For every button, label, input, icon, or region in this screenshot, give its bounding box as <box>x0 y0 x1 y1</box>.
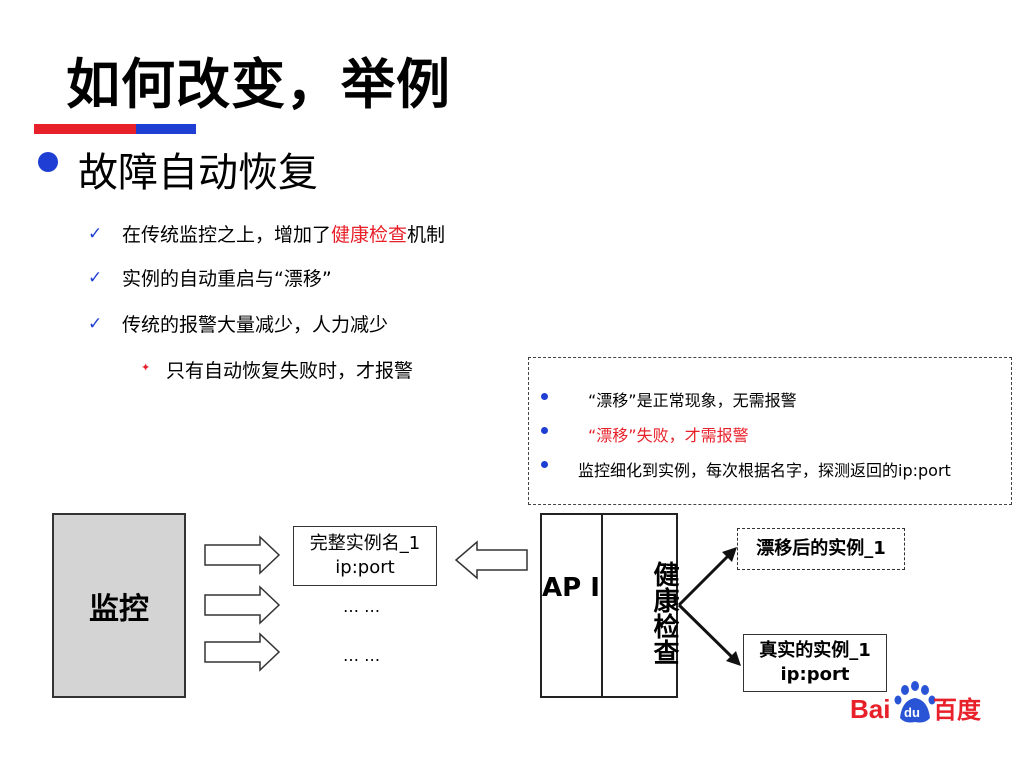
checkmark-icon: ✓ <box>88 314 103 334</box>
notes-box <box>528 357 1012 505</box>
arrow-to-drift <box>677 550 734 607</box>
svg-text:Bai: Bai <box>850 694 890 724</box>
bullet-dot-icon <box>38 152 58 172</box>
api-divider <box>601 513 603 698</box>
check-item-3: 传统的报警大量减少，人力减少 <box>122 314 389 336</box>
api-health-box <box>540 513 678 698</box>
svg-text:百度: 百度 <box>933 696 982 724</box>
main-bullet-text: 故障自动恢复 <box>78 150 318 196</box>
real-instance-label: 真实的实例_1 <box>759 640 871 661</box>
note-2: “漂移”失败，才需报警 <box>588 426 749 445</box>
arrowhead-icon <box>722 547 737 562</box>
note-bullet-icon <box>541 461 548 468</box>
instance-name: 完整实例名_1 <box>309 533 421 554</box>
checkmark-icon: ✓ <box>88 224 103 244</box>
hollow-arrow-icon <box>204 632 281 672</box>
api-label: AP I <box>542 573 600 603</box>
title-underline-blue <box>136 124 196 134</box>
note-3: 监控细化到实例，每次根据名字，探测返回的ip:port <box>578 461 951 480</box>
note-1: “漂移”是正常现象，无需报警 <box>588 391 797 410</box>
ellipsis-2: … … <box>343 646 381 665</box>
paw-icon: Bai du 百度 <box>850 681 982 724</box>
hollow-arrow-icon <box>204 585 281 625</box>
health-check-label: 健康检查 <box>649 561 679 665</box>
title-underline-red <box>34 124 136 134</box>
check-item-1-prefix: 在传统监控之上，增加了 <box>122 224 332 246</box>
real-instance-box: 真实的实例_1 ip:port <box>743 634 887 692</box>
check-item-1-highlight: 健康检查 <box>331 224 408 246</box>
baidu-logo: Bai du 百度 <box>850 678 990 728</box>
slide-title: 如何改变，举例 <box>66 53 451 116</box>
check-item-1: 在传统监控之上，增加了健康检查机制 <box>122 220 445 247</box>
check-item-1-suffix: 机制 <box>407 224 446 246</box>
arrow-to-real <box>677 603 738 663</box>
note-bullet-icon <box>541 427 548 434</box>
drifted-instance-box: 漂移后的实例_1 <box>737 528 905 570</box>
instance-box: 完整实例名_1 ip:port <box>293 526 437 586</box>
real-instance-addr: ip:port <box>780 664 850 685</box>
arrowhead-icon <box>726 651 741 666</box>
hollow-arrow-icon <box>204 535 281 575</box>
checkmark-icon: ✓ <box>88 268 103 288</box>
sub-bullet-icon: ✦ <box>141 361 151 374</box>
check-item-2: 实例的自动重启与“漂移” <box>122 268 332 290</box>
note-bullet-icon <box>541 393 548 400</box>
monitor-box: 监控 <box>52 513 186 698</box>
sub-item: 只有自动恢复失败时，才报警 <box>166 360 414 382</box>
monitor-label: 监控 <box>89 591 149 627</box>
ellipsis-1: … … <box>343 597 381 616</box>
svg-text:du: du <box>904 705 920 720</box>
hollow-arrow-icon <box>454 540 528 580</box>
instance-addr: ip:port <box>335 557 395 578</box>
